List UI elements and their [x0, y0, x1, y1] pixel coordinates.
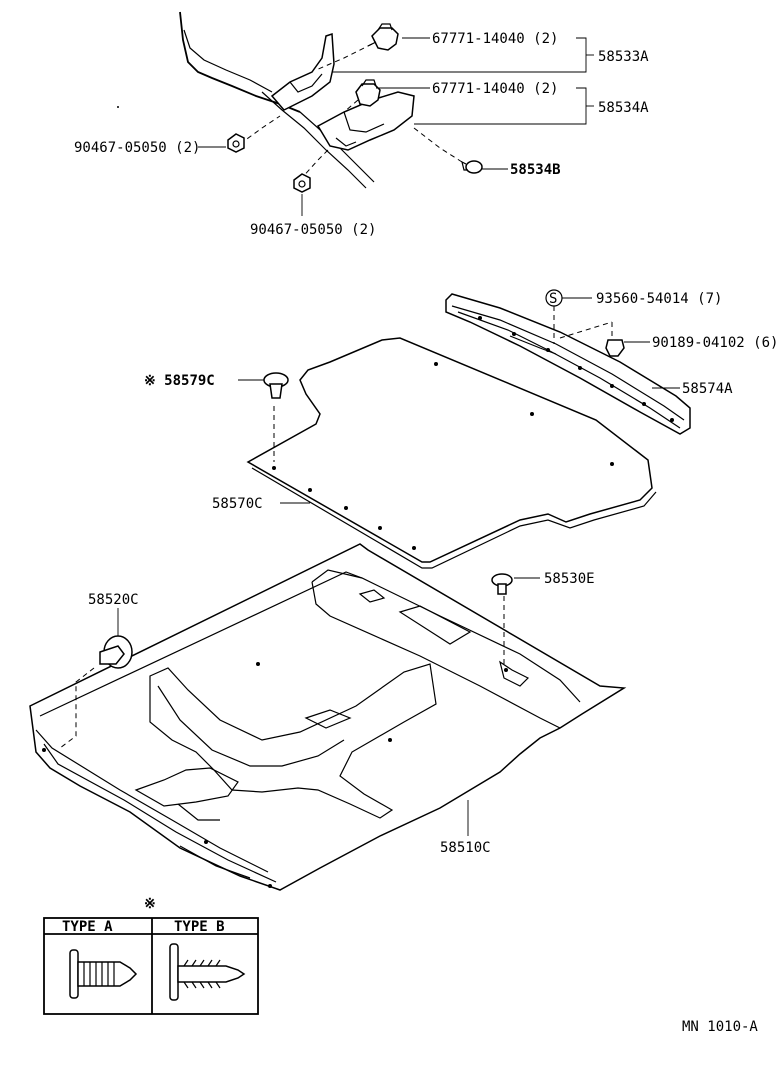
callout-58570C: 58570C [212, 496, 263, 512]
clip-67771-lower [355, 79, 381, 107]
callout-67771-upper: 67771-14040 (2) [432, 31, 558, 47]
callout-67771-lower: 67771-14040 (2) [432, 81, 558, 97]
callout-58520C: 58520C [88, 592, 139, 608]
callout-58534A: 58534A [598, 100, 649, 116]
callout-58579C: ※ 58579C [144, 373, 215, 389]
rear-trim-strip-58574A [445, 293, 691, 435]
rear-strip-fasteners [545, 289, 680, 389]
clip-58530E [491, 573, 540, 595]
clip-67771-upper [367, 23, 399, 51]
type-table [43, 917, 259, 1015]
type-a-label: TYPE A [62, 919, 113, 935]
callout-58530E: 58530E [544, 571, 595, 587]
callout-58574A: 58574A [682, 381, 733, 397]
nut-90467-left [227, 133, 245, 153]
upper-bracket-assembly [117, 11, 483, 193]
floor-carpet-58510C [29, 543, 627, 891]
note-mark: ※ [144, 896, 156, 912]
callout-90467-left: 90467-05050 (2) [74, 140, 200, 156]
push-clip-58579C [238, 372, 289, 399]
grommet-58520C [99, 608, 133, 669]
figure-code: MN 1010-A [682, 1019, 758, 1035]
type-b-label: TYPE B [174, 919, 225, 935]
top-leaders [198, 37, 594, 216]
s-symbol: S [549, 291, 557, 307]
plug-58534B [461, 160, 483, 174]
callout-90189: 90189-04102 (6) [652, 335, 778, 351]
callout-58534B: 58534B [510, 162, 561, 178]
callout-93560: 93560-54014 (7) [596, 291, 722, 307]
callout-90467-lower: 90467-05050 (2) [250, 222, 376, 238]
callout-58533A: 58533A [598, 49, 649, 65]
type-b-clip-icon [169, 943, 246, 1001]
nut-90467-lower [293, 173, 311, 193]
type-a-clip-icon [69, 949, 138, 999]
floor-mat-58570C [246, 337, 657, 569]
callout-58510C: 58510C [440, 840, 491, 856]
